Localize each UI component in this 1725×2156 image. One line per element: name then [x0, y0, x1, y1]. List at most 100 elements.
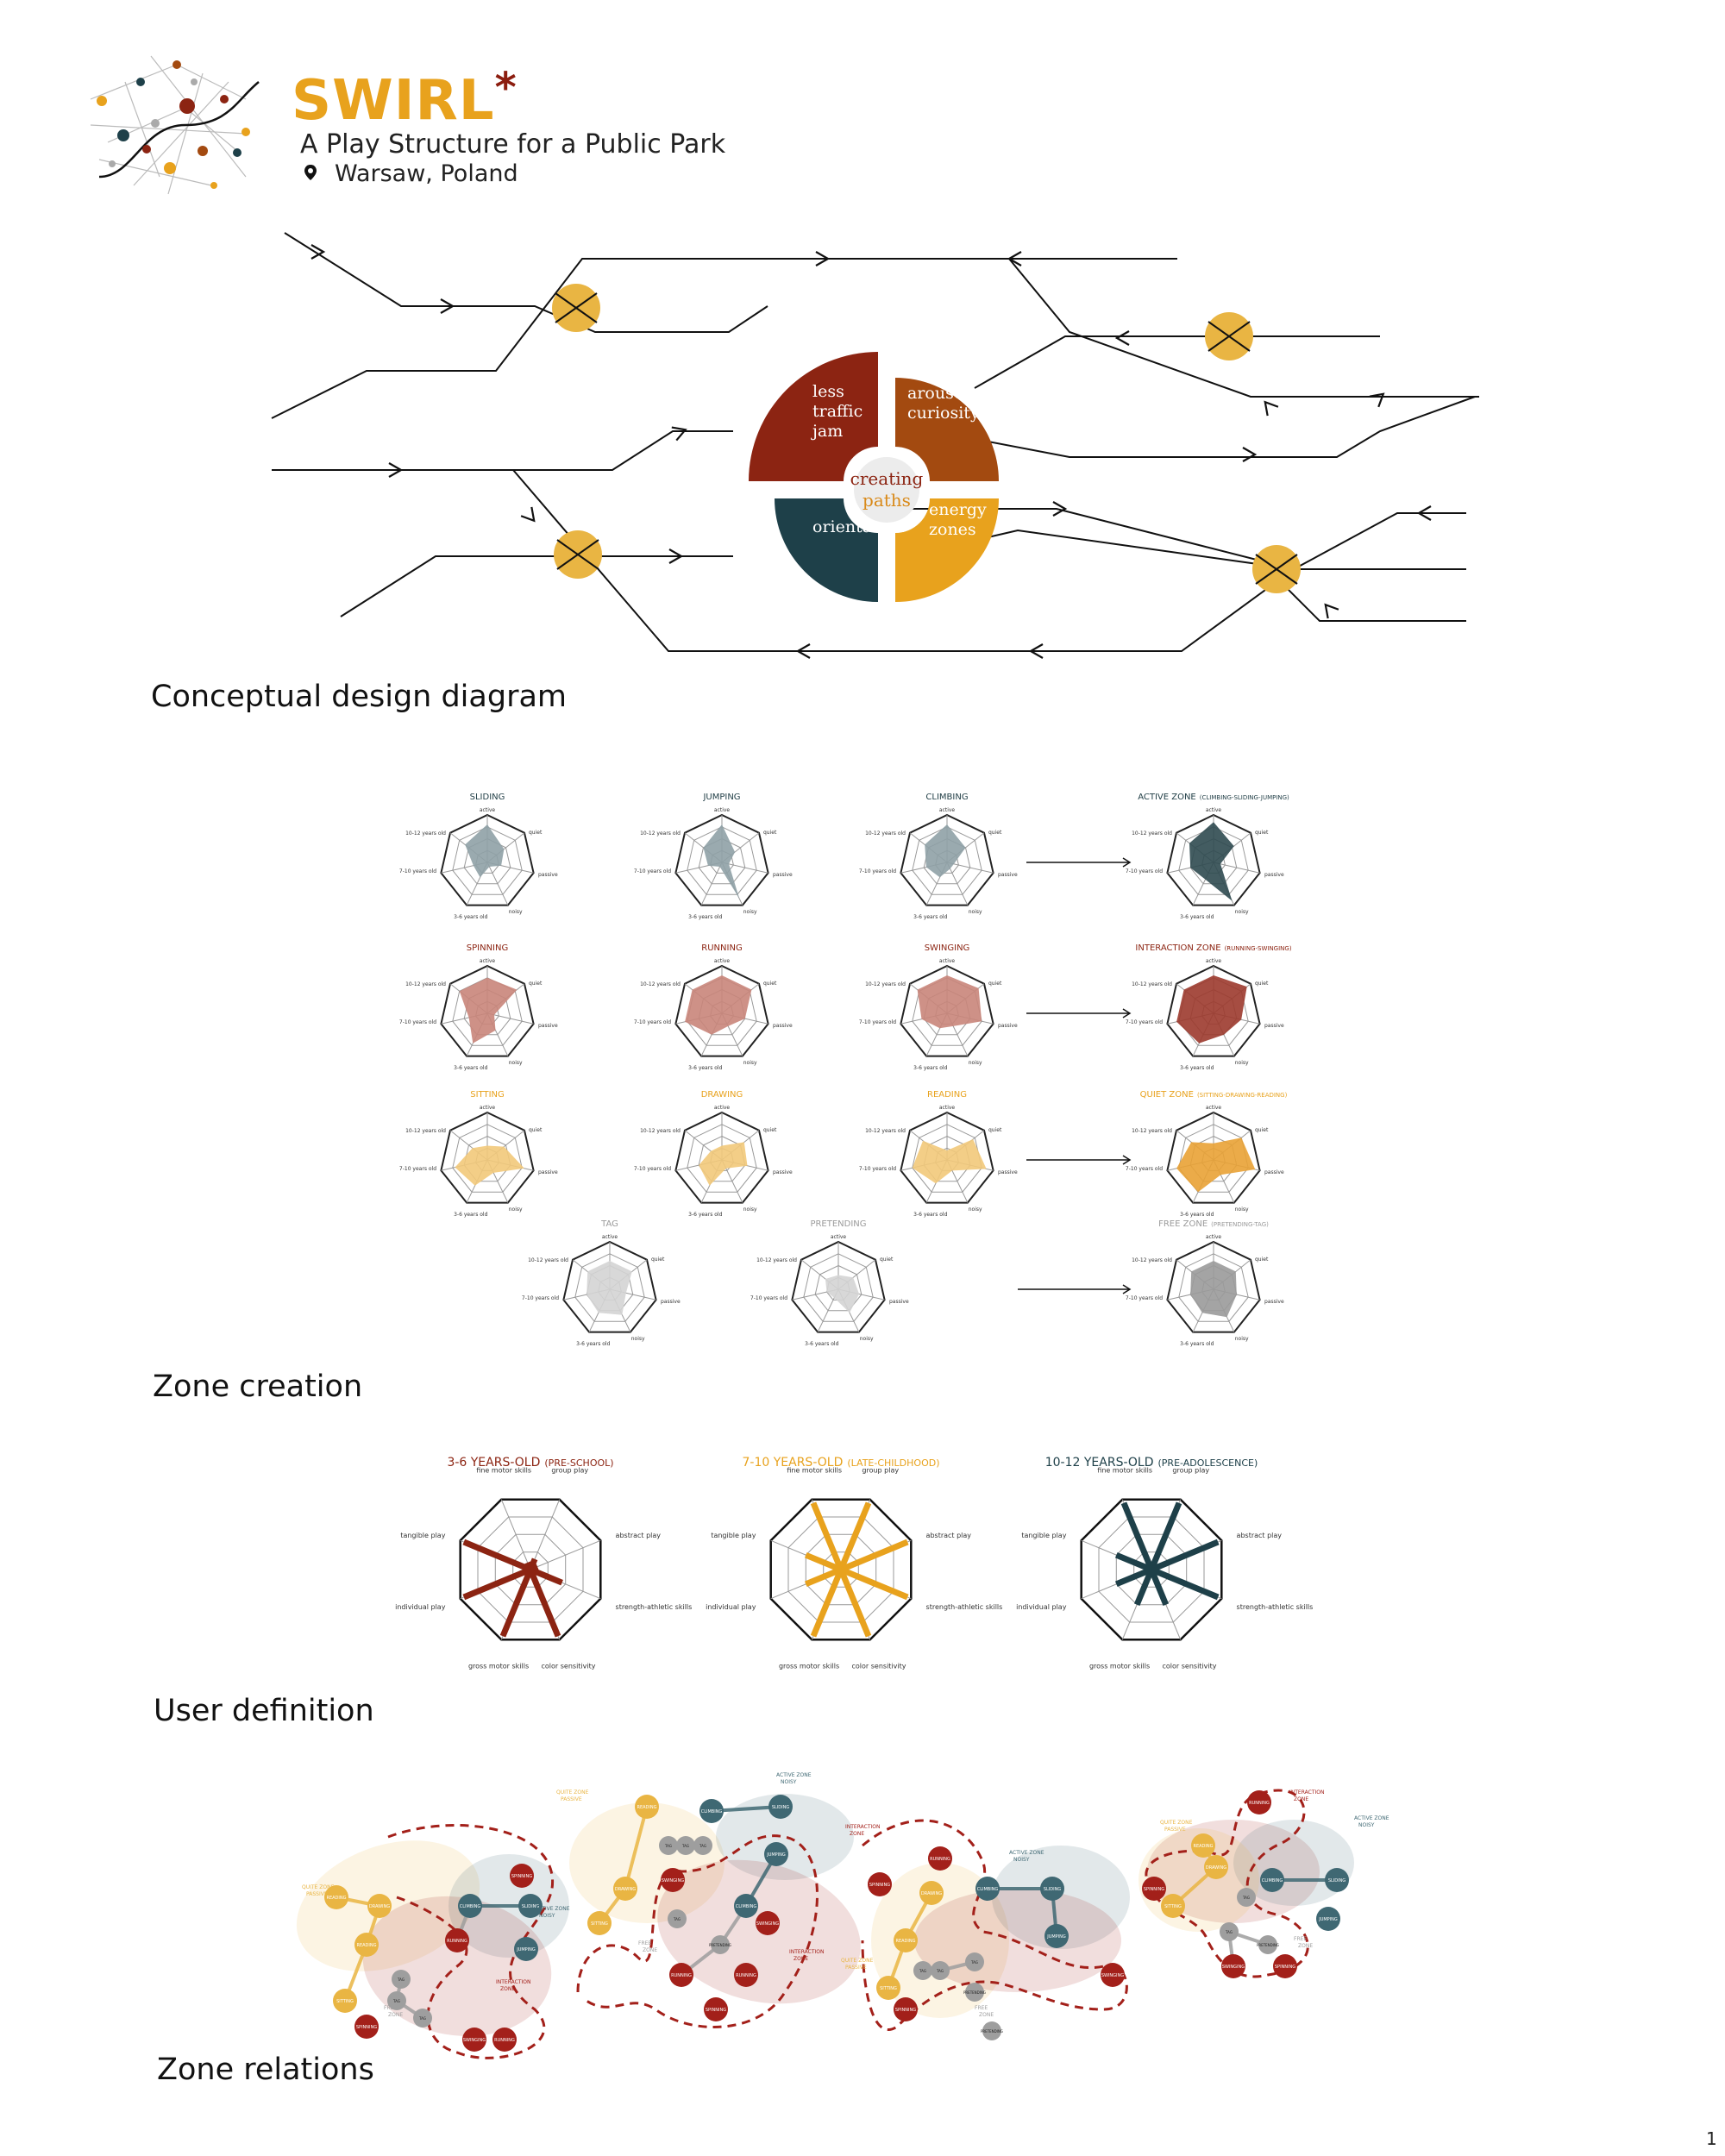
activity-node-label: TAG [936, 1969, 944, 1973]
zone-label-quiet: QUITE ZONE [841, 1958, 874, 1964]
zone-radar-area [465, 824, 505, 878]
zone-radar-area [455, 1145, 524, 1186]
zone-blob-1 [569, 1802, 724, 1923]
zone-radar-title: INTERACTION ZONE(RUNNING-SWINGING) [1135, 943, 1291, 953]
axis-label-3-6: 3-6 years old [688, 1065, 722, 1071]
axis-label-7-10: 7-10 years old [522, 1295, 559, 1301]
activity-node-label: RUNNING [671, 1973, 692, 1978]
activity-node-label: SWINGING [1101, 1973, 1124, 1978]
activity-node [699, 1799, 724, 1823]
axis-label-passive: passive [538, 1023, 558, 1029]
zone-label-free-sub: ZONE [388, 2012, 403, 2018]
zone-radar-title: DRAWING [701, 1090, 743, 1100]
interaction-boundary [387, 1824, 554, 2059]
axis-label-noisy: noisy [509, 1060, 523, 1066]
axis-label-3-6: 3-6 years old [1180, 1341, 1214, 1347]
axis-label-7-10: 7-10 years old [1126, 1166, 1163, 1172]
user-axis-label-8: tangible play [400, 1532, 445, 1539]
activity-node [1142, 1877, 1166, 1901]
axis-label-10-12: 10-12 years old [865, 981, 906, 987]
activity-node-label: TAG [970, 1960, 978, 1965]
user-axis-label-4: strength-athletic skills [616, 1603, 693, 1611]
axis-label-10-12: 10-12 years old [756, 1257, 797, 1263]
axis-label-3-6: 3-6 years old [805, 1341, 838, 1347]
axis-label-7-10: 7-10 years old [399, 1019, 436, 1025]
axis-label-3-6: 3-6 years old [454, 1065, 487, 1071]
axis-label-10-12: 10-12 years old [640, 981, 681, 987]
quadrant-label-1-2: traffic [812, 402, 862, 421]
activity-node-label: READING [1194, 1844, 1214, 1849]
axis-label-10-12: 10-12 years old [1132, 1128, 1172, 1134]
interaction-boundary [861, 1819, 1128, 2031]
zone-label-free: FREE [1294, 1936, 1307, 1942]
activity-node [587, 1911, 612, 1935]
zone-radar-area [912, 1139, 987, 1184]
path-line-5 [272, 430, 733, 471]
axis-label-active: active [1206, 1234, 1222, 1240]
zone-radar-area [685, 975, 752, 1035]
concept-center [854, 457, 919, 523]
axis-label-7-10: 7-10 years old [859, 868, 896, 874]
activity-node [868, 1872, 892, 1896]
user-radar-spoke-3 [839, 1539, 909, 1573]
axis-label-quiet: quiet [988, 1127, 1002, 1133]
zone-label-interaction-sub: ZONE [1294, 1796, 1308, 1802]
activity-node [1044, 1924, 1069, 1948]
zone-radar-subtitle: (CLIMBING-SLIDING-JUMPING) [1200, 794, 1289, 801]
axis-label-noisy: noisy [631, 1336, 645, 1342]
user-radar-spoke-7 [804, 1566, 843, 1588]
user-radar-spoke-2 [1148, 1501, 1182, 1571]
flow-arrow-17 [1369, 392, 1385, 408]
axis-label-active: active [714, 1105, 731, 1111]
activity-node [1191, 1833, 1215, 1858]
flow-arrow-7 [1264, 400, 1279, 417]
activity-node-label: TAG [1242, 1896, 1250, 1900]
activity-node [354, 2015, 379, 2039]
axis-label-10-12: 10-12 years old [405, 981, 446, 987]
activity-node [492, 2028, 517, 2052]
axis-label-3-6: 3-6 years old [688, 914, 722, 920]
zone-creation-charts: active quiet passive noisy 3-6 years old 7-10… [399, 793, 1292, 1347]
activity-node [919, 1881, 944, 1905]
activity-node [1273, 1954, 1297, 1978]
flow-arrow-16 [671, 426, 687, 442]
activity-node [458, 1894, 482, 1918]
zone-edge [624, 1806, 649, 1890]
axis-label-10-12: 10-12 years old [865, 1128, 906, 1134]
axis-label-quiet: quiet [763, 830, 777, 836]
flow-arrow-8 [388, 462, 404, 478]
user-radar-spoke-7 [1114, 1566, 1153, 1588]
zone-label-quiet: QUITE ZONE [556, 1789, 589, 1796]
axis-label-quiet: quiet [988, 981, 1002, 987]
activity-node [734, 1963, 758, 1987]
axis-label-3-6: 3-6 years old [913, 914, 947, 920]
flow-arrow-3 [815, 251, 831, 266]
path-line-6 [512, 469, 1466, 652]
quadrant-label-1-3: jam [811, 422, 843, 441]
path-line-2 [271, 258, 1177, 419]
flow-arrow-2 [440, 298, 455, 314]
zone-relations-diagrams: READINGDRAWINGREADINGSITTINGTAGTAGTAGRUN… [296, 1772, 1389, 2059]
zone-radar-area [825, 1275, 860, 1313]
axis-label-quiet: quiet [1255, 981, 1269, 987]
axis-label-noisy: noisy [1235, 909, 1249, 915]
zone-label-active: ACTIVE ZONE [535, 1906, 570, 1912]
activity-node [982, 2021, 1001, 2040]
activity-node [635, 1795, 659, 1819]
user-radar-spoke-1 [1120, 1501, 1155, 1571]
activity-node-label: TAG [664, 1844, 672, 1848]
brand-mark: * [494, 64, 518, 112]
quadrant-label-3-1: orientation [812, 517, 904, 536]
zone-radar-title: ACTIVE ZONE(CLIMBING-SLIDING-JUMPING) [1138, 793, 1289, 802]
activity-node-label: SLIDING [1044, 1887, 1061, 1892]
zone-radar-area [1176, 975, 1247, 1044]
activity-node [704, 1997, 728, 2021]
activity-node-label: PRETENDING [1257, 1943, 1279, 1947]
